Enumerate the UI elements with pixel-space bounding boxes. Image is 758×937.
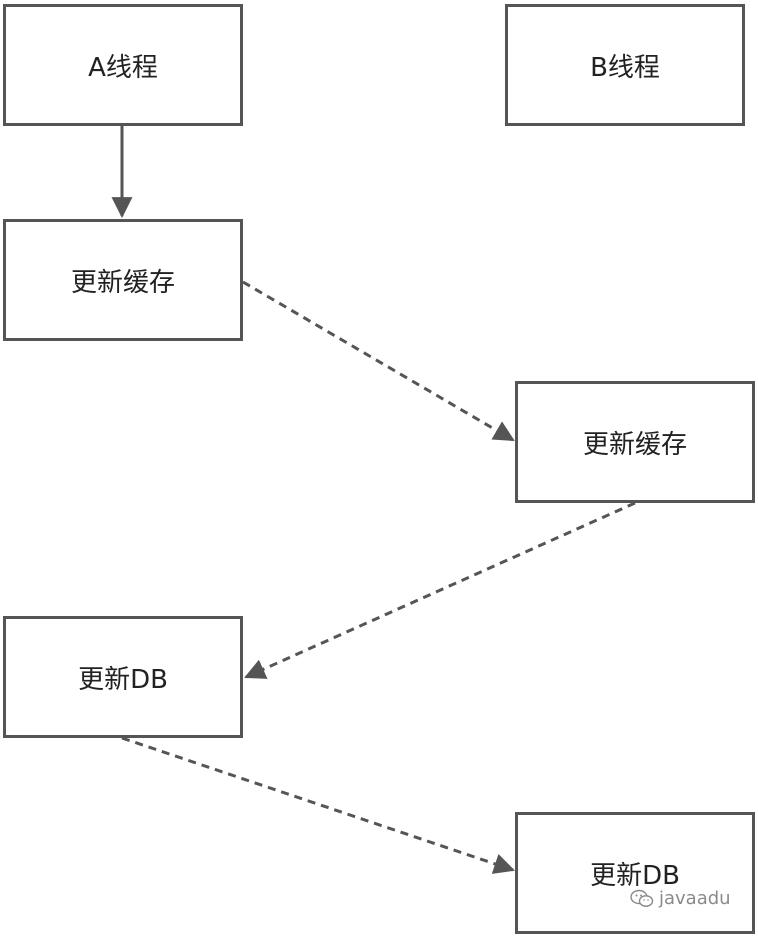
wechat-icon [630, 889, 654, 907]
node-thread-b-label: B线程 [590, 52, 660, 83]
node-a-update-cache: 更新缓存 [3, 219, 243, 341]
watermark-text: javaadu [659, 888, 731, 909]
edge-db-1-to-db-2 [121, 736, 515, 874]
edge-cache-2-to-db-1 [244, 501, 636, 679]
node-a-update-db-label: 更新DB [78, 664, 168, 695]
node-b-update-cache: 更新缓存 [515, 381, 755, 503]
node-b-update-db-label: 更新DB [590, 860, 680, 891]
edge-cache-1-to-cache-2 [242, 280, 515, 442]
node-thread-a-label: A线程 [88, 52, 158, 83]
node-thread-a: A线程 [3, 4, 243, 126]
node-b-update-cache-label: 更新缓存 [582, 429, 687, 460]
node-b-update-db: 更新DB [515, 812, 755, 934]
node-thread-b: B线程 [505, 4, 745, 126]
node-a-update-db: 更新DB [3, 616, 243, 738]
watermark: javaadu [630, 888, 731, 909]
node-a-update-cache-label: 更新缓存 [70, 267, 175, 298]
